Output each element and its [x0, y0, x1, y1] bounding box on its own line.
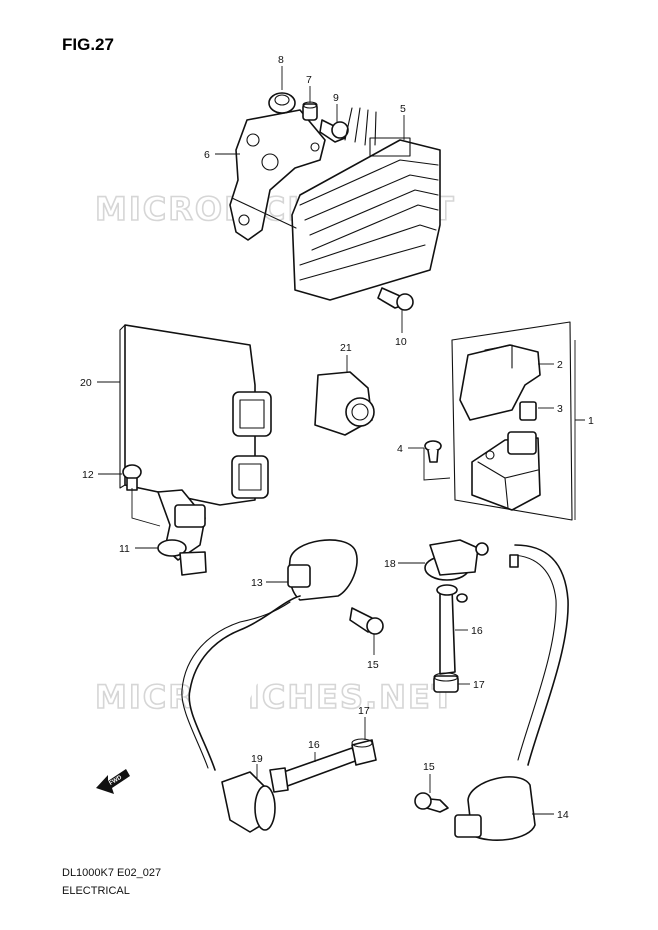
callout-10: 10 — [395, 336, 407, 348]
callout-17-right: 17 — [473, 679, 485, 691]
callout-12: 12 — [82, 469, 94, 481]
ecm-part-20 — [119, 324, 272, 506]
sensor-part-11 — [157, 489, 207, 576]
bracket-part-6 — [229, 109, 326, 241]
relay-cover-part-2 — [459, 344, 541, 421]
seal-part-17-right — [433, 672, 459, 693]
callout-16-right: 16 — [471, 625, 483, 637]
callout-15-lower: 15 — [423, 761, 435, 773]
callout-6: 6 — [204, 149, 210, 161]
callout-16-left: 16 — [308, 739, 320, 751]
callout-20: 20 — [80, 377, 92, 389]
footer-model-code: DL1000K7 E02_027 — [62, 867, 161, 879]
watermark-bottom: MICROFICHES.NET — [95, 678, 456, 716]
bolt-part-15-lower — [414, 792, 449, 813]
callout-labels: 8 7 9 5 6 10 2 3 1 4 21 20 12 11 13 15 1… — [80, 54, 594, 821]
callout-17-left: 17 — [358, 705, 370, 717]
ignition-coil-part-13 — [181, 539, 358, 771]
grommet-part-8 — [268, 92, 296, 114]
plug-boot-part-16-right — [436, 584, 468, 675]
relay-body-part-1 — [471, 431, 541, 511]
leader-lines — [97, 66, 585, 815]
callout-5: 5 — [400, 103, 406, 115]
bolt-part-10 — [377, 287, 414, 311]
ignition-coil-part-14 — [454, 544, 569, 841]
callout-13: 13 — [251, 577, 263, 589]
callout-3: 3 — [557, 403, 563, 415]
bolt-part-9 — [319, 119, 349, 143]
bolt-part-15-upper — [349, 607, 384, 635]
starter-relay-frame-part-1 — [451, 321, 573, 521]
callout-1: 1 — [588, 415, 594, 427]
callout-15-upper: 15 — [367, 659, 379, 671]
callout-14: 14 — [557, 809, 569, 821]
regulator-rectifier-part-5 — [231, 107, 441, 301]
bolt-part-12 — [122, 464, 142, 491]
callout-9: 9 — [333, 92, 339, 104]
plug-cap-part-18 — [424, 539, 489, 581]
footer-section: ELECTRICAL — [62, 885, 130, 897]
collar-part-7 — [302, 101, 318, 121]
callout-21: 21 — [340, 342, 352, 354]
callout-2: 2 — [557, 359, 563, 371]
screw-part-4 — [424, 440, 442, 463]
plug-boot-part-16-left — [269, 747, 359, 793]
callout-7: 7 — [306, 74, 312, 86]
callout-8: 8 — [278, 54, 284, 66]
callout-4: 4 — [397, 443, 403, 455]
fuse-part-3 — [519, 401, 537, 421]
callout-11: 11 — [119, 543, 130, 555]
relay-part-21 — [314, 371, 375, 436]
plug-cap-part-19 — [221, 771, 276, 833]
figure-title: FIG.27 — [62, 35, 114, 54]
seal-part-17-left — [351, 738, 377, 766]
callout-18: 18 — [384, 558, 396, 570]
forward-direction-marker: FWD — [96, 769, 130, 794]
callout-19: 19 — [251, 753, 263, 765]
